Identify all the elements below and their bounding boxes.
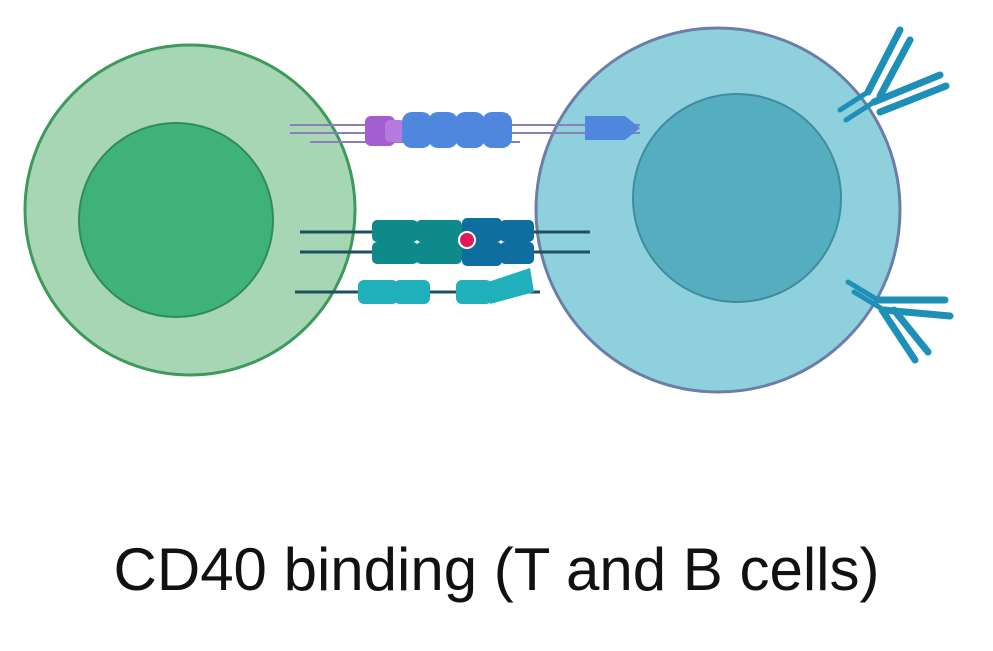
t-cell-nucleus — [78, 122, 274, 318]
b-cell — [534, 26, 902, 394]
ligand-dot — [458, 231, 476, 249]
t-cell — [23, 43, 357, 377]
receptor-top — [290, 112, 640, 148]
b-cell-nucleus — [632, 93, 842, 303]
antibody-lower — [845, 279, 954, 364]
antibody-upper — [837, 26, 950, 123]
figure-caption: CD40 binding (T and B cells) — [113, 536, 880, 603]
receptor-lower — [295, 268, 540, 304]
cd40-receptor-middle — [300, 218, 590, 266]
